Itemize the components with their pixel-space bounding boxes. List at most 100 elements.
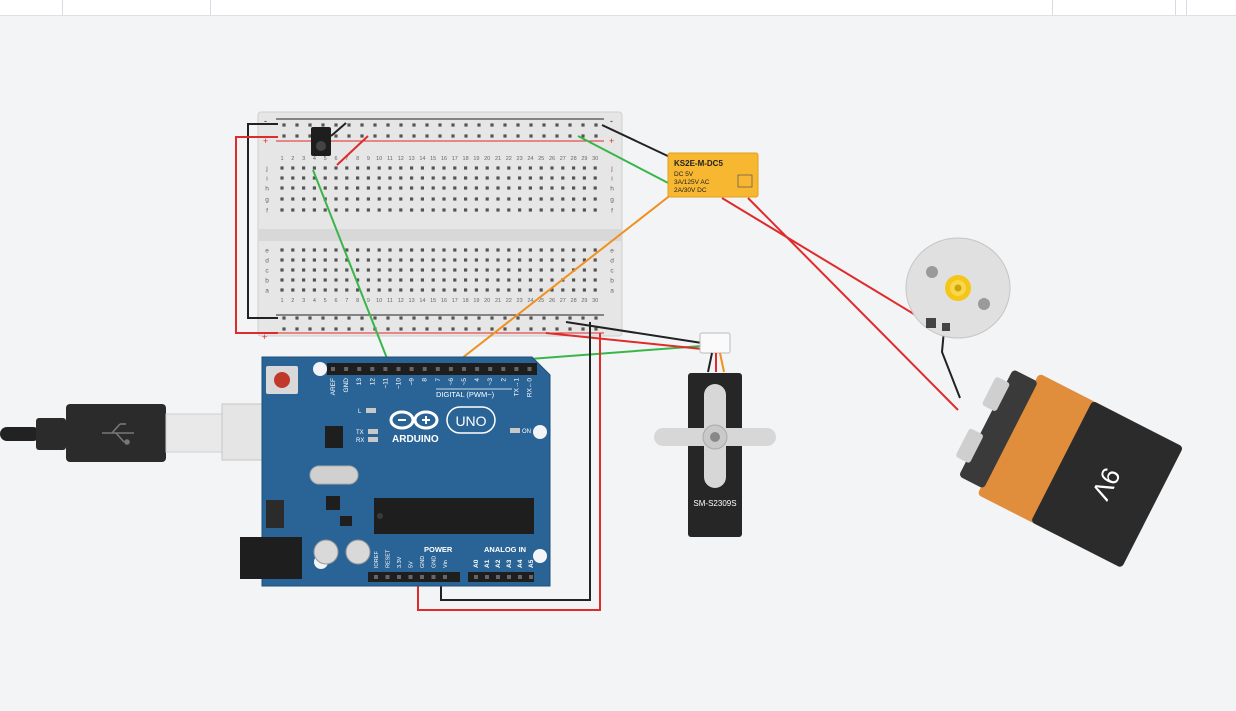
breadboard-hole[interactable] — [431, 176, 435, 180]
rail-hole[interactable] — [477, 316, 481, 320]
rail-hole[interactable] — [308, 123, 312, 127]
wire-red-left-rail[interactable] — [235, 136, 278, 334]
breadboard-hole[interactable] — [464, 176, 468, 180]
rail-hole[interactable] — [477, 327, 481, 331]
breadboard-hole[interactable] — [518, 186, 522, 190]
breadboard-hole[interactable] — [280, 166, 284, 170]
breadboard-hole[interactable] — [356, 197, 360, 201]
wire-red-servo-power[interactable] — [545, 332, 703, 350]
wire-black-servo-gnd[interactable] — [565, 321, 703, 344]
rail-hole[interactable] — [412, 327, 416, 331]
rail-hole[interactable] — [451, 316, 455, 320]
wire-black-motor-battery[interactable] — [940, 329, 961, 399]
breadboard-hole[interactable] — [399, 197, 403, 201]
breadboard-hole[interactable] — [410, 166, 414, 170]
breadboard-hole[interactable] — [366, 258, 370, 262]
breadboard-hole[interactable] — [431, 278, 435, 282]
breadboard-hole[interactable] — [399, 248, 403, 252]
breadboard-hole[interactable] — [399, 186, 403, 190]
breadboard-hole[interactable] — [496, 278, 500, 282]
breadboard-hole[interactable] — [474, 258, 478, 262]
breadboard-hole[interactable] — [420, 176, 424, 180]
digital-pin[interactable] — [370, 367, 375, 371]
breadboard-hole[interactable] — [453, 197, 457, 201]
breadboard-hole[interactable] — [442, 248, 446, 252]
breadboard-hole[interactable] — [593, 197, 597, 201]
rail-hole[interactable] — [477, 123, 481, 127]
breadboard-hole[interactable] — [302, 176, 306, 180]
rail-hole[interactable] — [464, 123, 468, 127]
breadboard-hole[interactable] — [496, 186, 500, 190]
digital-pin[interactable] — [462, 367, 466, 371]
breadboard-hole[interactable] — [561, 268, 565, 272]
breadboard-hole[interactable] — [312, 208, 316, 212]
breadboard-hole[interactable] — [377, 268, 381, 272]
breadboard-hole[interactable] — [496, 197, 500, 201]
breadboard-hole[interactable] — [399, 176, 403, 180]
rail-hole[interactable] — [425, 134, 429, 138]
breadboard-hole[interactable] — [377, 197, 381, 201]
analog-pin[interactable] — [507, 575, 511, 579]
breadboard-hole[interactable] — [539, 176, 543, 180]
breadboard-hole[interactable] — [302, 258, 306, 262]
breadboard-hole[interactable] — [593, 208, 597, 212]
rail-hole[interactable] — [282, 134, 286, 138]
rail-hole[interactable] — [581, 327, 585, 331]
breadboard-hole[interactable] — [302, 166, 306, 170]
breadboard-hole[interactable] — [464, 186, 468, 190]
breadboard-hole[interactable] — [377, 258, 381, 262]
rail-hole[interactable] — [529, 316, 533, 320]
rail-hole[interactable] — [516, 327, 520, 331]
breadboard-hole[interactable] — [356, 258, 360, 262]
breadboard-hole[interactable] — [442, 176, 446, 180]
breadboard-hole[interactable] — [410, 176, 414, 180]
breadboard-hole[interactable] — [485, 186, 489, 190]
breadboard-hole[interactable] — [302, 186, 306, 190]
rail-hole[interactable] — [399, 134, 403, 138]
rail-hole[interactable] — [568, 123, 572, 127]
breadboard-hole[interactable] — [485, 278, 489, 282]
wire-green-ir-signal[interactable] — [312, 169, 391, 367]
breadboard-hole[interactable] — [366, 268, 370, 272]
breadboard-hole[interactable] — [420, 166, 424, 170]
breadboard-hole[interactable] — [442, 268, 446, 272]
breadboard-hole[interactable] — [593, 166, 597, 170]
rail-hole[interactable] — [373, 123, 377, 127]
breadboard-hole[interactable] — [453, 248, 457, 252]
breadboard-hole[interactable] — [539, 248, 543, 252]
breadboard-hole[interactable] — [453, 186, 457, 190]
digital-pin[interactable] — [331, 367, 335, 371]
breadboard-hole[interactable] — [280, 248, 284, 252]
rail-hole[interactable] — [321, 123, 325, 127]
analog-pin[interactable] — [529, 575, 533, 579]
breadboard-hole[interactable] — [582, 208, 586, 212]
breadboard-hole[interactable] — [280, 176, 284, 180]
rail-hole[interactable] — [360, 316, 364, 320]
breadboard-hole[interactable] — [323, 186, 327, 190]
breadboard-hole[interactable] — [572, 278, 576, 282]
breadboard-hole[interactable] — [388, 186, 392, 190]
rail-hole[interactable] — [412, 134, 416, 138]
breadboard-hole[interactable] — [345, 278, 349, 282]
breadboard-hole[interactable] — [539, 288, 543, 292]
breadboard-hole[interactable] — [507, 278, 511, 282]
breadboard-hole[interactable] — [334, 197, 338, 201]
breadboard-hole[interactable] — [550, 176, 554, 180]
breadboard-hole[interactable] — [518, 166, 522, 170]
breadboard-hole[interactable] — [410, 258, 414, 262]
breadboard-hole[interactable] — [377, 278, 381, 282]
dc-motor[interactable] — [905, 237, 1011, 339]
breadboard-hole[interactable] — [334, 186, 338, 190]
rail-hole[interactable] — [581, 316, 585, 320]
breadboard-hole[interactable] — [507, 166, 511, 170]
analog-pin[interactable] — [496, 575, 500, 579]
power-pin[interactable] — [408, 575, 413, 579]
rail-hole[interactable] — [516, 316, 520, 320]
breadboard-hole[interactable] — [323, 208, 327, 212]
power-pin[interactable] — [397, 575, 401, 579]
digital-pin[interactable] — [448, 367, 453, 371]
breadboard-hole[interactable] — [572, 288, 576, 292]
rail-hole[interactable] — [386, 123, 390, 127]
breadboard-hole[interactable] — [550, 197, 554, 201]
